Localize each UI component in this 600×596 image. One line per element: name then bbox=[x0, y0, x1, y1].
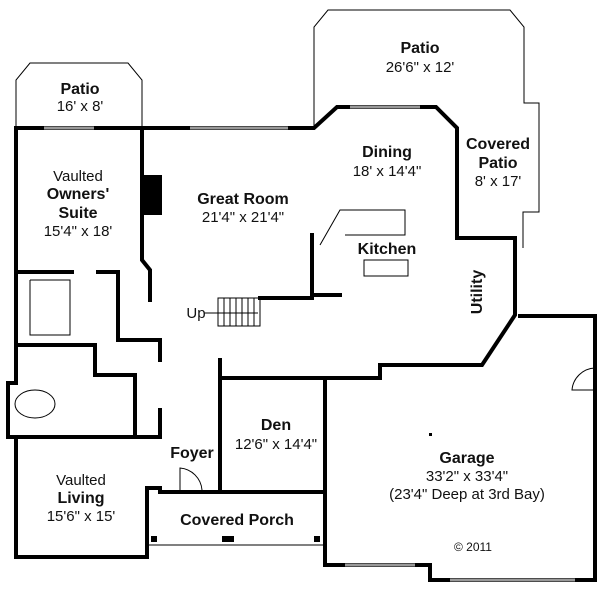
patio-right-name: Patio bbox=[400, 40, 439, 57]
fireplace bbox=[142, 175, 162, 215]
great-room-name: Great Room bbox=[197, 191, 289, 208]
patio-right-size: 26'6" x 12' bbox=[386, 59, 455, 76]
garage-note: (23'4" Deep at 3rd Bay) bbox=[389, 486, 545, 503]
owners-suite-name-1: Owners' bbox=[47, 186, 110, 203]
copyright: © 2011 bbox=[454, 540, 492, 554]
hall-walls bbox=[96, 270, 162, 362]
den-name: Den bbox=[261, 417, 291, 434]
kitchen-counter bbox=[319, 209, 406, 246]
garage-size: 33'2" x 33'4" bbox=[426, 468, 508, 485]
porch-column bbox=[222, 536, 234, 542]
patio-left-size: 16' x 8' bbox=[57, 98, 104, 115]
den-size: 12'6" x 14'4" bbox=[235, 436, 317, 453]
garage-side-door bbox=[571, 367, 596, 391]
covered-patio-size: 8' x 17' bbox=[475, 173, 522, 190]
great-room-size: 21'4" x 21'4" bbox=[202, 209, 284, 226]
staircase bbox=[204, 297, 261, 327]
garage-walls bbox=[323, 314, 597, 582]
bath-wall bbox=[6, 408, 162, 439]
garage-marker bbox=[429, 433, 432, 436]
covered-patio-name-2: Patio bbox=[478, 155, 517, 172]
foyer-name: Foyer bbox=[170, 445, 214, 462]
utility-name: Utility bbox=[469, 270, 486, 315]
kitchen-name: Kitchen bbox=[358, 241, 417, 258]
foyer-door bbox=[179, 467, 203, 492]
bathtub bbox=[14, 389, 56, 419]
living-size: 15'6" x 15' bbox=[47, 508, 116, 525]
utility-walls bbox=[323, 236, 517, 380]
dining-size: 18' x 14'4" bbox=[353, 163, 422, 180]
covered-patio-name-1: Covered bbox=[466, 136, 530, 153]
garage-name: Garage bbox=[439, 450, 494, 467]
living-name: Living bbox=[57, 490, 104, 507]
covered-porch-name: Covered Porch bbox=[180, 512, 294, 529]
porch-column bbox=[151, 536, 157, 542]
stairs-up-label: Up bbox=[186, 305, 205, 322]
porch-column bbox=[314, 536, 320, 542]
kitchen-island bbox=[363, 259, 409, 277]
patio-left-name: Patio bbox=[60, 81, 99, 98]
right-patio-outline bbox=[313, 9, 540, 248]
kitchen-wall bbox=[310, 233, 342, 297]
owners-suite-vaulted: Vaulted bbox=[53, 168, 103, 185]
dining-name: Dining bbox=[362, 144, 412, 161]
closet-walls bbox=[29, 279, 71, 336]
owners-suite-name-2: Suite bbox=[58, 205, 97, 222]
owners-suite-size: 15'4" x 18' bbox=[44, 223, 113, 240]
living-vaulted: Vaulted bbox=[56, 472, 106, 489]
bath-partition bbox=[16, 343, 137, 437]
left-patio-outline bbox=[15, 62, 143, 128]
